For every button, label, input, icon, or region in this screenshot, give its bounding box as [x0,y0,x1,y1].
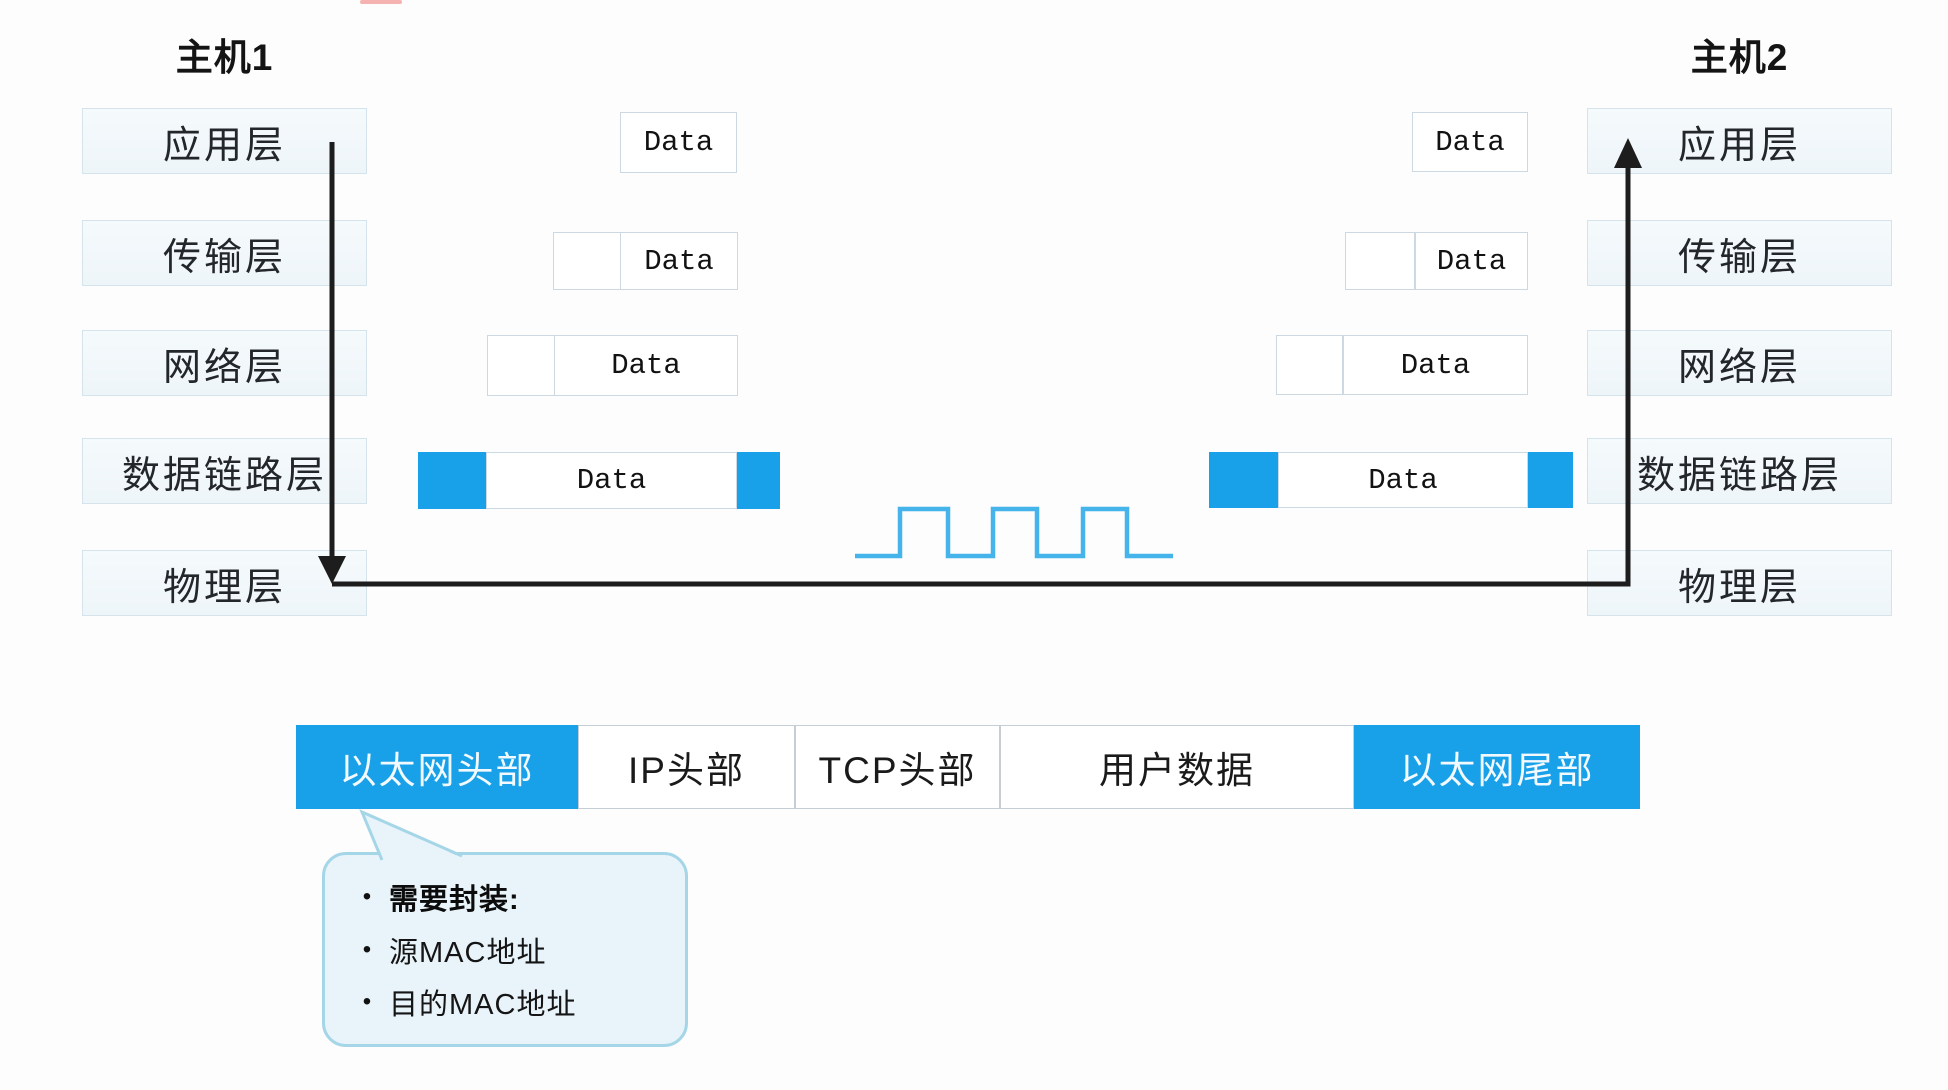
host1-network-data-box: Data [554,335,738,396]
host1-transport-data-box: Data [620,232,738,290]
host2-ethernet-trailer-block [1528,452,1573,508]
frame-segment-ip-header: IP头部 [578,725,795,809]
host2-network-data-box: Data [1343,335,1528,395]
frame-segment-user-data: 用户数据 [1000,725,1354,809]
host2-transport-data-box: Data [1415,232,1528,290]
signal-waveform [855,506,1173,559]
red-artifact-line [360,0,402,4]
bullet-icon: • [362,988,372,1016]
host2-layer-transport: 传输层 [1587,220,1892,286]
host2-application-data-box: Data [1412,112,1528,172]
host1-transport-header-box [553,232,621,290]
callout-item-source-mac: • 源MAC地址 [345,929,675,971]
host1-ethernet-trailer-block [737,452,780,509]
host1-network-header-box [487,335,555,396]
host2-ethernet-header-block [1209,452,1278,508]
bullet-icon: • [362,882,372,910]
callout-item-dest-mac: • 目的MAC地址 [345,981,675,1023]
host2-title: 主机2 [1690,37,1789,78]
callout-bubble: • 需要封装: • 源MAC地址 • 目的MAC地址 [322,852,688,1047]
host1-application-data-box: Data [620,112,737,173]
host2-transport-header-box [1345,232,1415,290]
host2-network-header-box [1276,335,1343,395]
host1-layer-network: 网络层 [82,330,367,396]
host2-layer-network: 网络层 [1587,330,1892,396]
host2-layer-application: 应用层 [1587,108,1892,174]
frame-segment-ethernet-trailer: 以太网尾部 [1354,725,1640,809]
frame-segment-tcp-header: TCP头部 [795,725,1000,809]
frame-segment-ethernet-header: 以太网头部 [296,725,578,809]
host2-datalink-data-box: Data [1278,452,1528,508]
host1-title: 主机1 [175,37,274,78]
host1-datalink-data-box: Data [486,452,737,509]
host1-layer-datalink: 数据链路层 [82,438,367,504]
host1-layer-application: 应用层 [82,108,367,174]
host2-layer-physical: 物理层 [1587,550,1892,616]
host1-ethernet-header-block [418,452,486,509]
host2-layer-datalink: 数据链路层 [1587,438,1892,504]
callout-item-encapsulate: • 需要封装: [345,876,675,918]
bullet-icon: • [362,935,372,963]
host1-layer-transport: 传输层 [82,220,367,286]
host1-layer-physical: 物理层 [82,550,367,616]
